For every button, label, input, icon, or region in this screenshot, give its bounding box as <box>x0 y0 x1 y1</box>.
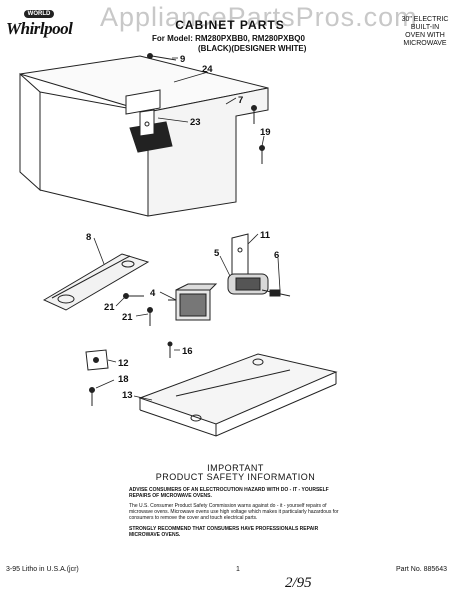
model-line-2: (BLACK)(DESIGNER WHITE) <box>198 44 307 53</box>
capacitor-part-5 <box>227 273 269 295</box>
callout-8: 8 <box>86 232 91 243</box>
callout-11: 11 <box>260 230 271 241</box>
callout-9: 9 <box>180 54 185 65</box>
safety-paragraph-2: The U.S. Consumer Product Safety Commiss… <box>129 503 339 521</box>
footer-part-number: Part No. 885643 <box>396 566 447 573</box>
callout-4: 4 <box>150 288 156 299</box>
safety-paragraph-3: STRONGLY RECOMMEND THAT CONSUMERS HAVE P… <box>129 526 319 538</box>
cabinet-wrapper <box>19 55 269 217</box>
exploded-parts-diagram: 9 24 7 23 19 8 11 5 6 4 21 21 16 12 18 1… <box>19 53 338 437</box>
footer-page-number: 1 <box>236 566 240 573</box>
capacitor-bracket-part-11 <box>231 233 249 279</box>
product-line-3: OVEN WITH <box>405 32 445 39</box>
callout-13: 13 <box>122 390 133 401</box>
product-description: 30" ELECTRIC BUILT-IN OVEN WITH MICROWAV… <box>387 16 463 48</box>
callout-21-bottom: 21 <box>122 312 133 323</box>
screws-part-21 <box>123 293 153 326</box>
callout-12: 12 <box>118 358 129 369</box>
callout-24: 24 <box>202 64 213 75</box>
screw-part-18 <box>89 387 95 406</box>
callout-18: 18 <box>118 374 129 385</box>
diode-part-6 <box>261 289 291 297</box>
handwritten-date: 2/95 <box>285 575 312 591</box>
callout-5: 5 <box>214 248 220 259</box>
bracket-part-12 <box>85 349 109 371</box>
callout-16: 16 <box>182 346 193 357</box>
callout-21-top: 21 <box>104 302 115 313</box>
screw-part-9 <box>147 53 177 61</box>
base-plate-part-13 <box>138 353 338 437</box>
transformer-part-4 <box>168 283 218 321</box>
callout-leader-lines <box>93 57 281 401</box>
mounting-rail-part-8 <box>42 253 150 311</box>
product-line-4: MICROWAVE <box>403 40 447 47</box>
safety-heading: IMPORTANT PRODUCT SAFETY INFORMATION <box>0 464 471 482</box>
safety-paragraph-1: ADVISE CONSUMERS OF AN ELECTROCUTION HAZ… <box>129 487 329 499</box>
callout-19: 19 <box>260 127 271 138</box>
watermark: AppliancePartsPros.com <box>100 2 418 32</box>
safety-heading-line-2: PRODUCT SAFETY INFORMATION <box>155 472 316 482</box>
product-line-1: 30" ELECTRIC <box>401 16 449 23</box>
model-info: For Model: RM280PXBB0, RM280PXBQ0 (BLACK… <box>152 34 322 54</box>
whirlpool-logo: WORLD Whirlpool <box>6 10 76 42</box>
logo-badge: WORLD <box>24 10 54 18</box>
callout-6: 6 <box>274 250 279 261</box>
model-line-1: For Model: RM280PXBB0, RM280PXBQ0 <box>152 34 305 43</box>
safety-heading-line-1: IMPORTANT <box>207 463 264 473</box>
page-title: CABINET PARTS <box>175 18 285 32</box>
brand-name: Whirlpool <box>6 19 73 38</box>
callout-7: 7 <box>238 95 243 106</box>
callout-23: 23 <box>190 117 201 128</box>
stud-part-16 <box>167 341 173 358</box>
footer-litho: 3-95 Litho in U.S.A.(jcr) <box>6 566 79 573</box>
product-line-2: BUILT-IN <box>410 24 440 31</box>
bracket-part-23 <box>125 89 161 137</box>
